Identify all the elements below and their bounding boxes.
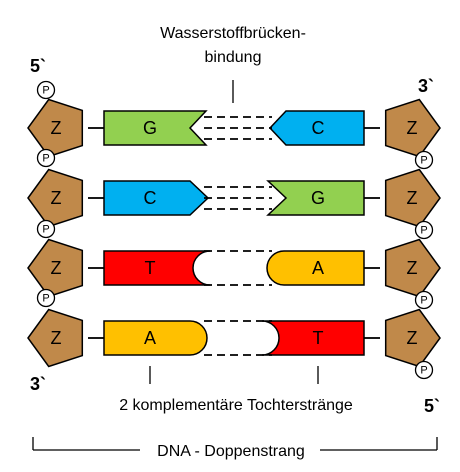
base-right-1 bbox=[266, 180, 365, 216]
base-left-label-1: C bbox=[144, 188, 157, 208]
base-right-0 bbox=[268, 110, 365, 146]
base-left-label-0: G bbox=[143, 118, 157, 138]
base-left-label-2: T bbox=[145, 258, 156, 278]
end-label-3-bottom-left: 3` bbox=[30, 374, 46, 394]
phosphate-label-4: P bbox=[420, 155, 427, 167]
sugar-left-label-1: Z bbox=[51, 188, 62, 208]
base-pair-rows: Z Z G C Z Z C G Z Z T A Z Z A T P P P P P P P P bbox=[27, 80, 441, 380]
phosphate-label-2: P bbox=[42, 224, 49, 236]
phosphate-3 bbox=[36, 288, 56, 308]
base-right-2 bbox=[266, 250, 365, 286]
base-right-label-3: T bbox=[313, 328, 324, 348]
sugar-left-label-0: Z bbox=[51, 118, 62, 138]
phosphate-7 bbox=[414, 360, 434, 380]
base-right-label-0: C bbox=[312, 118, 325, 138]
strands-label: 2 komplementäre Tochterstränge bbox=[119, 397, 353, 414]
phosphate-label-6: P bbox=[420, 295, 427, 307]
base-right-label-1: G bbox=[311, 188, 325, 208]
sugar-right-label-2: Z bbox=[407, 258, 418, 278]
base-left-label-3: A bbox=[144, 328, 156, 348]
base-left-3 bbox=[103, 320, 208, 356]
phosphate-label-0: P bbox=[42, 85, 49, 97]
sugar-right-label-3: Z bbox=[407, 328, 418, 348]
hbond-label-line1: Wasserstoffbrücken- bbox=[160, 25, 306, 42]
sugar-right-label-0: Z bbox=[407, 118, 418, 138]
sugar-left-label-3: Z bbox=[51, 328, 62, 348]
phosphate-1 bbox=[36, 148, 56, 168]
phosphate-label-7: P bbox=[420, 365, 427, 377]
end-label-3-top-right: 3` bbox=[418, 76, 434, 96]
dna-double-strand-label: DNA - Doppenstrang bbox=[157, 443, 305, 460]
hbond-label-line2: bindung bbox=[205, 49, 262, 66]
end-label-5-top-left: 5` bbox=[30, 56, 46, 76]
sugar-left-3 bbox=[27, 308, 84, 368]
base-left-1 bbox=[103, 180, 210, 216]
phosphate-0 bbox=[36, 80, 56, 100]
base-right-label-2: A bbox=[312, 258, 324, 278]
sugar-right-label-1: Z bbox=[407, 188, 418, 208]
base-left-2 bbox=[103, 250, 211, 286]
end-label-5-bottom-right: 5` bbox=[424, 396, 440, 416]
phosphate-5 bbox=[414, 220, 434, 240]
sugar-left-label-2: Z bbox=[51, 258, 62, 278]
phosphate-4 bbox=[414, 150, 434, 170]
phosphate-6 bbox=[414, 290, 434, 310]
phosphate-label-1: P bbox=[42, 153, 49, 165]
phosphate-2 bbox=[36, 219, 56, 239]
phosphate-label-5: P bbox=[420, 225, 427, 237]
phosphate-label-3: P bbox=[42, 293, 49, 305]
base-left-0 bbox=[103, 110, 208, 146]
